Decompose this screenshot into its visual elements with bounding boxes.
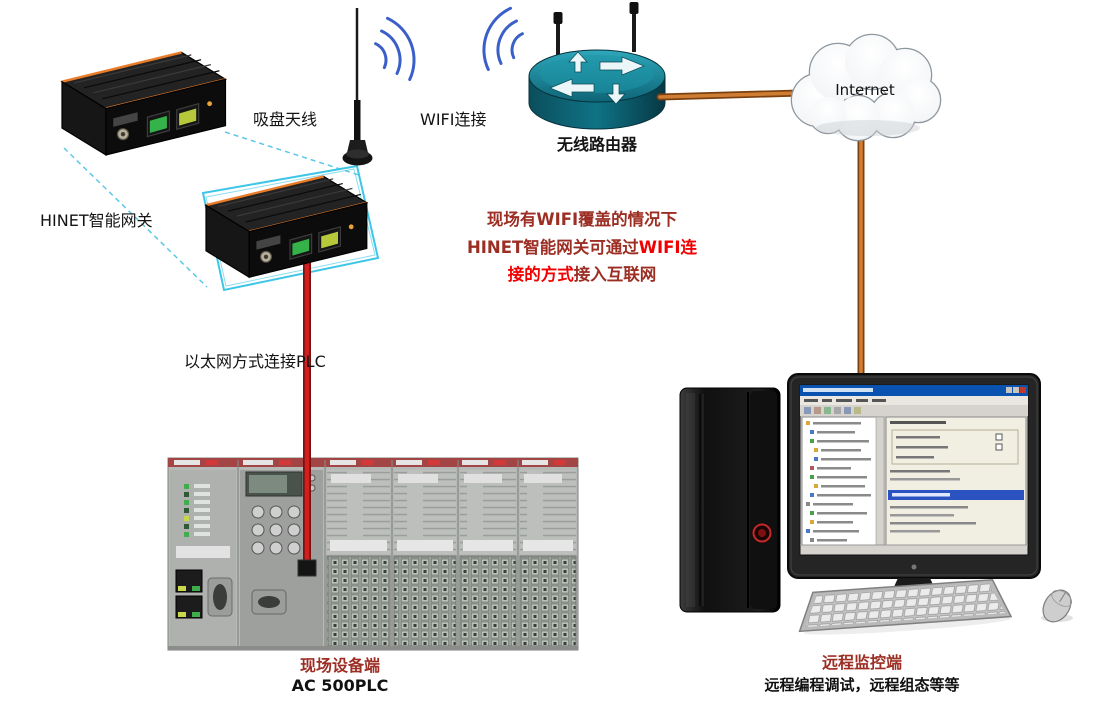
wifi-waves-icon-right — [374, 16, 416, 81]
field-side-title: 现场设备端 — [299, 656, 380, 675]
mouse-icon — [1041, 589, 1073, 623]
note-line-2: HINET智能网关可通过WIFI连 — [448, 234, 716, 262]
router-internet-link — [656, 89, 804, 101]
gateway-device-small — [60, 51, 227, 157]
remote-side-title: 远程监控端 — [821, 653, 902, 672]
note-line-1: 现场有WIFI覆盖的情况下 — [486, 210, 678, 229]
plc-rack-icon — [167, 457, 579, 651]
plc-ethernet-port — [297, 559, 317, 577]
antenna-label: 吸盘天线 — [253, 110, 318, 129]
wifi-waves-icon-left — [482, 6, 524, 71]
ethernet-link-label: 以太网方式连接PLC — [184, 352, 326, 371]
monitor-icon — [787, 373, 1041, 619]
note-line-2-red: WIFI连 — [638, 237, 698, 257]
wireless-router-icon — [528, 2, 666, 130]
suction-antenna-icon — [342, 8, 373, 166]
keyboard-icon — [798, 578, 1013, 635]
tower-pc-icon — [679, 387, 781, 613]
field-side-subtitle: AC 500PLC — [291, 676, 389, 695]
note-line-3-red: 接的方式 — [507, 265, 574, 284]
note-line-3: 接的方式接入互联网 — [448, 261, 716, 289]
wifi-link-label: WIFI连接 — [420, 110, 487, 129]
wifi-note: 现场有WIFI覆盖的情况下 HINET智能网关可通过WIFI连 接的方式接入互联… — [448, 206, 716, 289]
note-line-2-dark: HINET智能网关可通过 — [466, 237, 639, 257]
internet-cloud-icon — [790, 33, 942, 142]
remote-side-subtitle: 远程编程调试，远程组态等等 — [764, 676, 960, 694]
note-line-3-dark: 接入互联网 — [573, 265, 657, 284]
gateway-label: HINET智能网关 — [40, 211, 153, 230]
router-label: 无线路由器 — [556, 135, 637, 154]
internet-label: Internet — [835, 81, 895, 99]
